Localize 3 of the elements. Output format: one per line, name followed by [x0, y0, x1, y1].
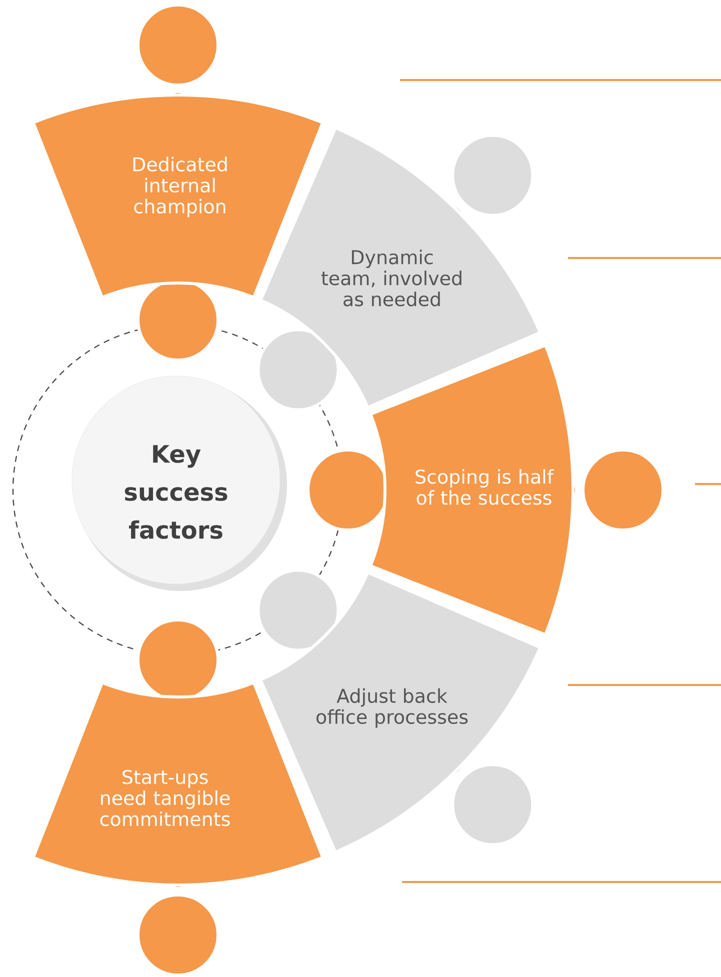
puzzle-segment: Scoping is half of the success [306, 344, 664, 636]
puzzle-segment: Adjust back office processes [256, 568, 542, 854]
puzzle-segment: Dynamic team, involved as needed [256, 126, 542, 412]
